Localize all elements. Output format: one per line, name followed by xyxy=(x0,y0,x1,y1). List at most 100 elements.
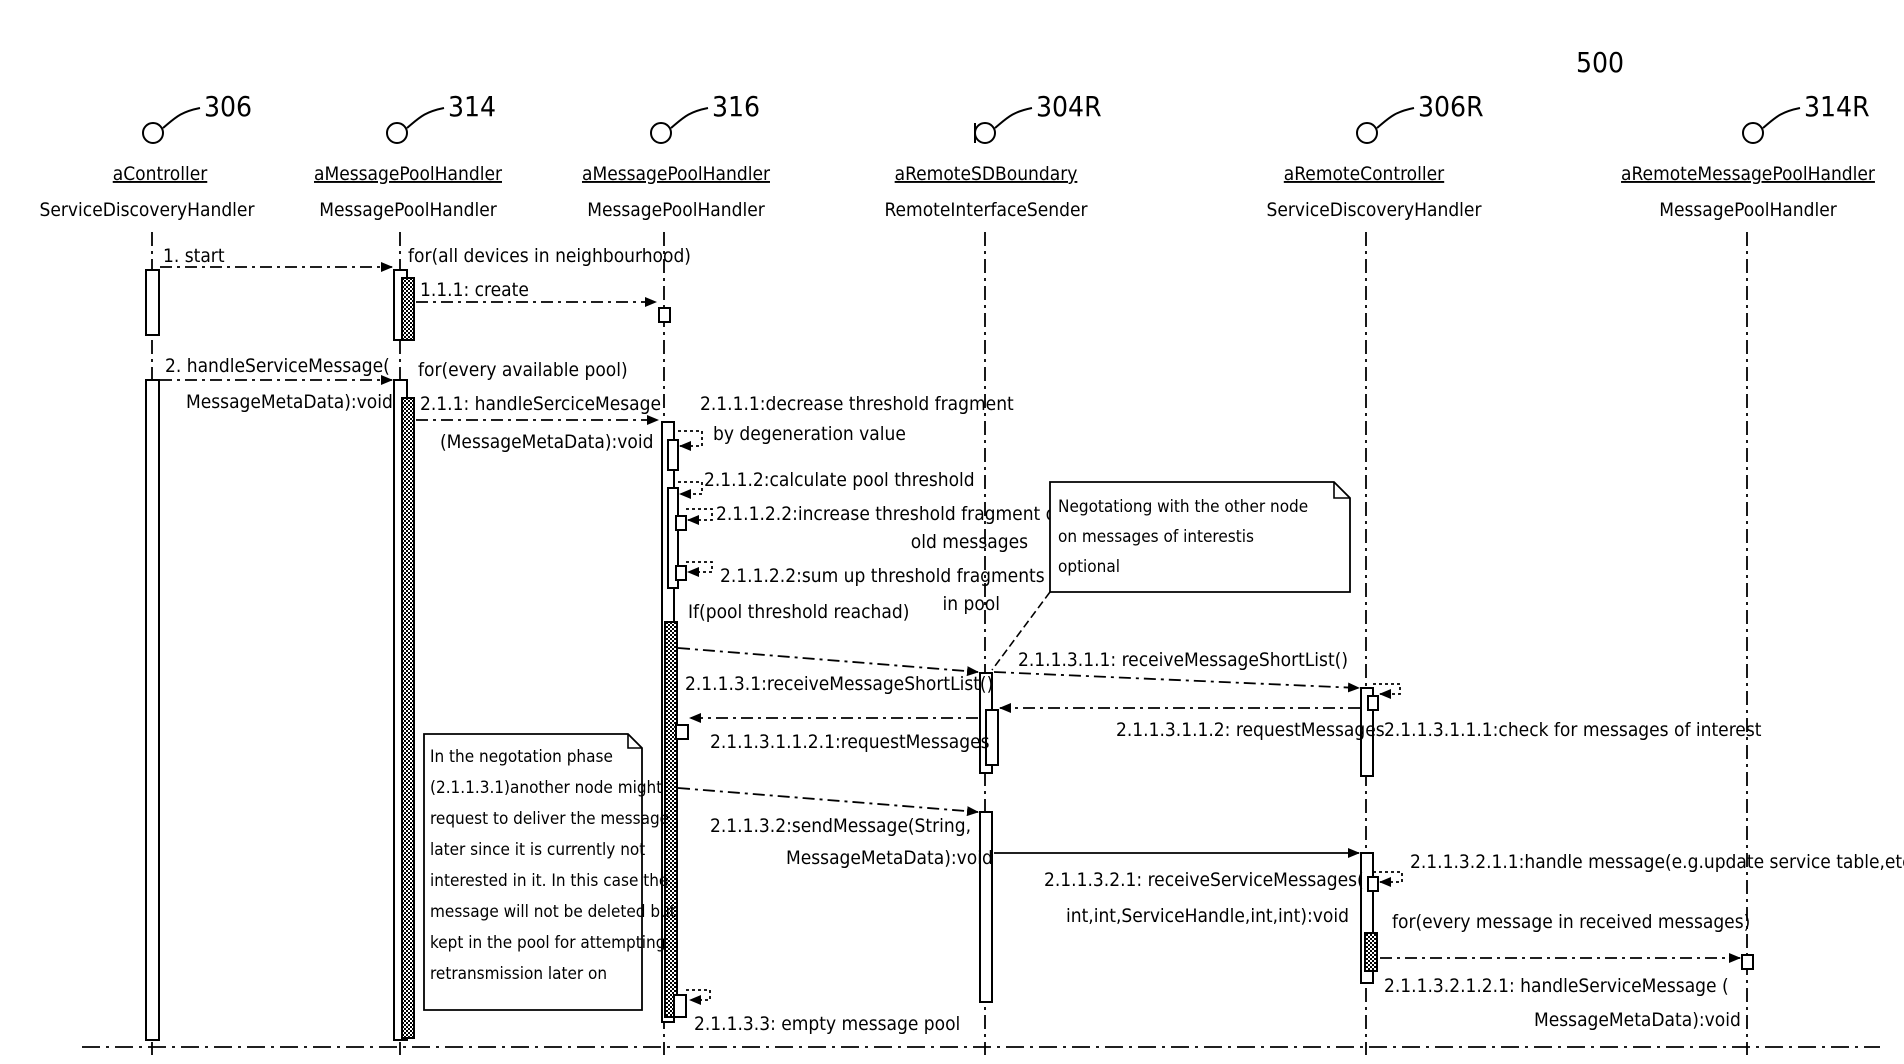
message-handle-service-label-1: 2. handleServiceMessage( xyxy=(165,355,390,377)
message-calculate-label: 2.1.1.2:calculate pool threshold xyxy=(704,469,975,491)
message-sum-label-2: in pool xyxy=(942,593,1000,615)
message-send-arrow xyxy=(678,788,978,812)
activation-314-handle-loop xyxy=(402,398,414,1038)
message-empty-arrow xyxy=(686,990,710,1000)
note-phase-line-7: kept in the pool for attempting xyxy=(430,933,665,953)
note-phase-line-3: request to deliver the message xyxy=(430,809,669,829)
message-decrease-label-2: by degeneration value xyxy=(713,423,906,445)
reference-leader xyxy=(407,108,444,128)
activation-316-decrease xyxy=(668,440,678,470)
message-short-list-arrow xyxy=(678,648,978,672)
lifeline-header-pool-handler-314: 314 aMessagePoolHandler MessagePoolHandl… xyxy=(314,90,503,221)
object-name: aRemoteMessagePoolHandler xyxy=(1621,163,1876,185)
note-phase-line-6: message will not be deleted but xyxy=(430,902,676,922)
ref-306: 306 xyxy=(204,90,252,123)
message-handle-sercice-label-1: 2.1.1: handleSerciceMesage xyxy=(420,393,661,415)
message-handle-self-label: 2.1.1.3.2.1.1:handle message(e.g.update … xyxy=(1410,851,1904,873)
message-calculate-arrow xyxy=(678,482,702,494)
note-phase-line-1: In the negotation phase xyxy=(430,747,613,767)
object-symbol-icon xyxy=(387,123,407,143)
message-remote-short-list-arrow xyxy=(994,672,1359,688)
note-negotiation-line-2: on messages of interestis xyxy=(1058,527,1254,547)
lifeline-header-remote-controller: 306R aRemoteController ServiceDiscoveryH… xyxy=(1267,90,1484,221)
condition-label: If(pool threshold reachad) xyxy=(688,601,909,623)
activation-316-empty xyxy=(674,995,686,1017)
message-create-label: 1.1.1: create xyxy=(420,279,529,301)
lifeline-header-pool-handler-316: 316 aMessagePoolHandler MessagePoolHandl… xyxy=(582,90,771,221)
class-name: MessagePoolHandler xyxy=(1659,199,1838,221)
message-request-messages-label: 2.1.1.3.1.1.2.1:requestMessages xyxy=(710,731,990,753)
reference-leader xyxy=(1377,108,1414,128)
message-decrease-arrow xyxy=(678,431,702,446)
object-symbol-icon xyxy=(1743,123,1763,143)
ref-306R: 306R xyxy=(1418,90,1484,123)
object-symbol-icon xyxy=(1357,123,1377,143)
reference-leader xyxy=(671,108,708,128)
lifeline-header-controller: 306 aController ServiceDiscoveryHandler xyxy=(40,90,256,221)
object-name: aRemoteController xyxy=(1284,163,1445,185)
activation-314R-handle xyxy=(1742,955,1753,969)
message-handle-service-label-2: MessageMetaData):void xyxy=(186,391,393,413)
object-name: aMessagePoolHandler xyxy=(582,163,771,185)
message-empty-label: 2.1.1.3.3: empty message pool xyxy=(694,1013,960,1035)
reference-leader xyxy=(995,108,1032,128)
object-name: aController xyxy=(113,163,208,185)
loop-2-label: for(every available pool) xyxy=(418,359,628,381)
message-short-list-label: 2.1.1.3.1:receiveMessageShortList() xyxy=(685,673,993,695)
ref-314R: 314R xyxy=(1804,90,1870,123)
activation-316-sum xyxy=(676,566,686,580)
message-send-label-1: 2.1.1.3.2:sendMessage(String, xyxy=(710,815,971,837)
activation-306-handle xyxy=(146,380,159,1040)
object-symbol-icon xyxy=(143,123,163,143)
lifeline-header-remote-pool-handler: 314R aRemoteMessagePoolHandler MessagePo… xyxy=(1621,90,1876,221)
note-negotiation-phase: In the negotation phase (2.1.1.3.1)anoth… xyxy=(424,734,676,1010)
message-request-back-label: 2.1.1.3.1.1.2: requestMessages xyxy=(1116,719,1385,741)
class-name: MessagePoolHandler xyxy=(587,199,766,221)
message-remote-short-list-label: 2.1.1.3.1.1: receiveMessageShortList() xyxy=(1018,649,1348,671)
message-receive-service-label-1: 2.1.1.3.2.1: receiveServiceMessages( xyxy=(1044,869,1364,891)
ref-304R: 304R xyxy=(1036,90,1102,123)
lifeline-header-remote-sd-boundary: 304R aRemoteSDBoundary RemoteInterfaceSe… xyxy=(885,90,1102,221)
activation-316-create xyxy=(659,308,670,322)
note-phase-line-8: retransmission later on xyxy=(430,964,607,984)
message-increase-label-1: 2.1.1.2.2:increase threshold fragment of xyxy=(716,503,1063,525)
activation-304R-send xyxy=(980,812,992,1002)
note-negotiation-line-3: optional xyxy=(1058,557,1120,577)
activation-316-increase xyxy=(676,516,686,530)
reference-leader xyxy=(163,108,200,128)
class-name: RemoteInterfaceSender xyxy=(885,199,1089,221)
object-symbol-icon xyxy=(975,123,995,143)
message-send-label-2: MessageMetaData):void xyxy=(786,847,993,869)
message-remote-handle-label-1: 2.1.1.3.2.1.2.1: handleServiceMessage ( xyxy=(1384,975,1729,997)
loop-1-label: for(all devices in neighbourhood) xyxy=(408,245,691,267)
class-name: ServiceDiscoveryHandler xyxy=(40,199,256,221)
message-handle-sercice-label-2: (MessageMetaData):void xyxy=(440,431,653,453)
message-sum-arrow xyxy=(686,562,712,572)
note-phase-line-5: interested in it. In this case the xyxy=(430,871,668,891)
message-check-arrow xyxy=(1373,684,1400,694)
activation-306-start xyxy=(146,270,159,335)
message-receive-service-label-2: int,int,ServiceHandle,int,int):void xyxy=(1066,905,1349,927)
message-start-label: 1. start xyxy=(163,245,225,267)
note-negotiation-line-1: Negotationg with the other node xyxy=(1058,497,1308,517)
message-sum-label-1: 2.1.1.2.2:sum up threshold fragments xyxy=(720,565,1045,587)
object-symbol-icon xyxy=(651,123,671,143)
message-check-label: 2.1.1.3.1.1.1:check for messages of inte… xyxy=(1384,719,1762,741)
class-name: ServiceDiscoveryHandler xyxy=(1267,199,1483,221)
message-increase-label-2: old messages xyxy=(911,531,1028,553)
message-remote-handle-label-2: MessageMetaData):void xyxy=(1534,1009,1741,1031)
class-name: MessagePoolHandler xyxy=(319,199,498,221)
reference-leader xyxy=(1763,108,1800,128)
activation-306R-loop xyxy=(1365,933,1377,971)
activation-316-request xyxy=(676,725,688,739)
figure-number: 500 xyxy=(1576,46,1624,79)
activation-314-loop xyxy=(402,278,414,340)
object-name: aRemoteSDBoundary xyxy=(895,163,1078,185)
ref-314: 314 xyxy=(448,90,496,123)
message-decrease-label-1: 2.1.1.1:decrease threshold fragment xyxy=(700,393,1014,415)
loop-3-label: for(every message in received messages) xyxy=(1392,911,1750,933)
note-phase-line-4: later since it is currently not xyxy=(430,840,645,860)
object-name: aMessagePoolHandler xyxy=(314,163,503,185)
